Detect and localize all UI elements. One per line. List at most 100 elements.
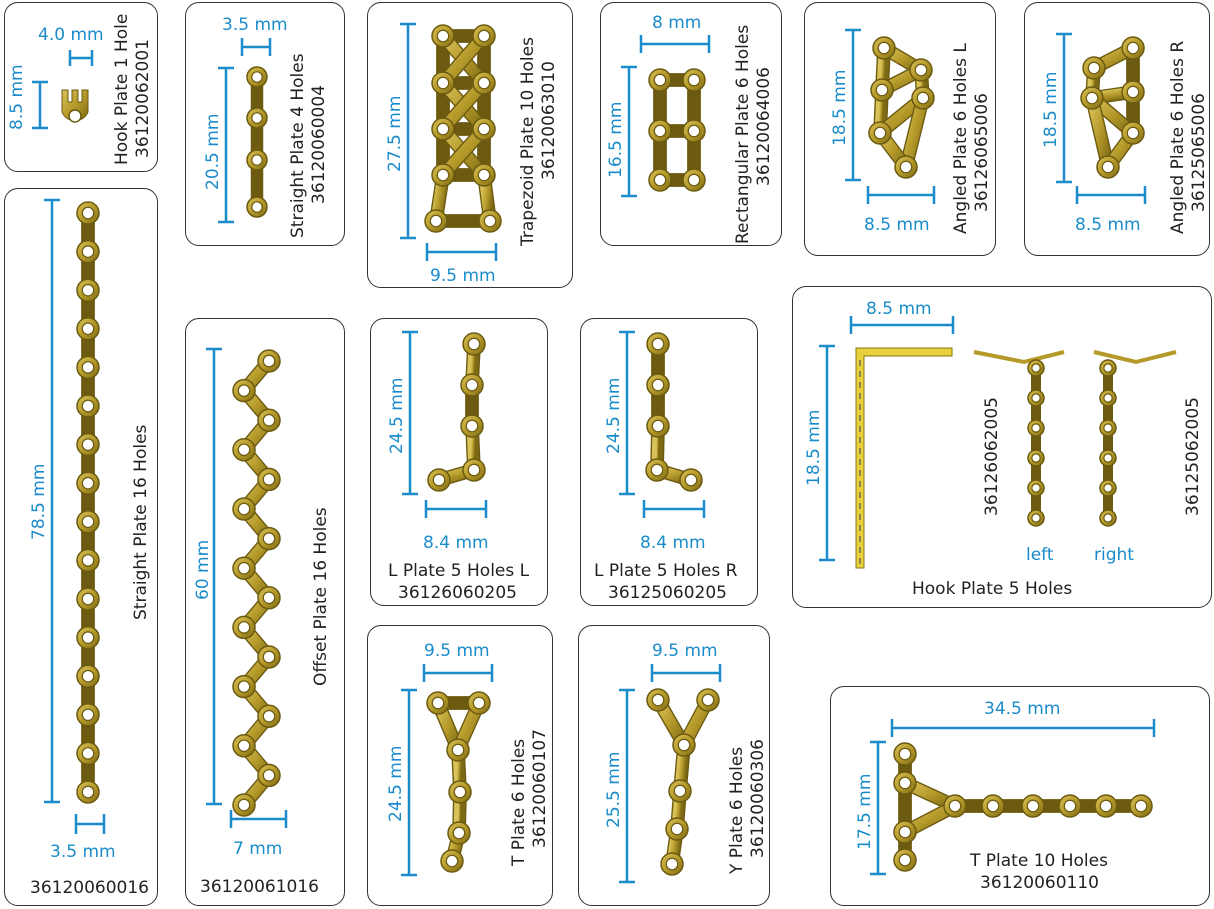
trapezoid-name: Trapezoid Plate 10 Holes bbox=[518, 37, 538, 247]
plate-hole bbox=[653, 124, 667, 138]
t10-length: 17.5 mm bbox=[855, 774, 875, 850]
hook-5-left-label: left bbox=[1026, 545, 1054, 565]
plate-hole bbox=[251, 201, 263, 213]
plate-hole bbox=[262, 769, 276, 782]
plate-hole bbox=[452, 826, 466, 840]
hook-plate-1-height: 8.5 mm bbox=[7, 64, 27, 130]
angled-plate-r-graphic bbox=[1080, 36, 1145, 179]
hook-plate-5-right-graphic bbox=[1093, 350, 1177, 527]
angled-l-width: 8.5 mm bbox=[864, 215, 930, 235]
plate-hole bbox=[483, 214, 497, 228]
plate-hole bbox=[262, 709, 276, 723]
t6-width: 9.5 mm bbox=[424, 641, 490, 661]
l-plate-r-length: 24.5 mm bbox=[604, 378, 624, 454]
plate-hole bbox=[262, 650, 276, 664]
plate-hole bbox=[472, 696, 486, 710]
plate-hole bbox=[262, 532, 276, 545]
plate-hole bbox=[1103, 453, 1113, 463]
plate-hole bbox=[650, 463, 664, 477]
plate-hole bbox=[237, 798, 251, 812]
plate-hole bbox=[81, 361, 95, 374]
angled-r-name: Angled Plate 6 Holes R bbox=[1168, 41, 1188, 234]
offset-16-length: 60 mm bbox=[193, 540, 213, 600]
hook-plate-1-code: 36120062001 bbox=[133, 39, 153, 158]
straight-4-length: 20.5 mm bbox=[203, 114, 223, 190]
plate-hole bbox=[81, 515, 95, 529]
plate-hole bbox=[445, 854, 459, 868]
plate-hole bbox=[986, 799, 1000, 813]
straight-16-name: Straight Plate 16 Holes bbox=[131, 424, 151, 620]
rect-width: 8 mm bbox=[652, 13, 701, 33]
t6-code: 36120060107 bbox=[530, 729, 550, 848]
y6-width: 9.5 mm bbox=[652, 641, 718, 661]
plate-hole bbox=[1134, 799, 1148, 813]
plate-hole bbox=[465, 378, 479, 392]
straight-plate-16-graphic bbox=[76, 201, 100, 804]
plate-hole bbox=[436, 29, 450, 43]
plate-hole bbox=[81, 283, 95, 297]
plate-hole bbox=[898, 776, 912, 790]
plate-hole bbox=[237, 739, 251, 753]
t6-length: 24.5 mm bbox=[386, 746, 406, 822]
plate-hole bbox=[653, 173, 667, 187]
plate-hole bbox=[677, 738, 691, 752]
card-l-plate-l bbox=[370, 318, 548, 606]
plate-hole bbox=[948, 799, 962, 813]
plate-hole bbox=[1031, 393, 1041, 403]
l-plate-r-graphic bbox=[645, 332, 703, 492]
angled-l-name: Angled Plate 6 Holes L bbox=[951, 43, 971, 234]
straight-plate-4-graphic bbox=[246, 66, 268, 218]
l-plate-l-code: 36126060205 bbox=[398, 583, 517, 603]
plate-hole bbox=[237, 680, 251, 693]
plate-hole bbox=[1103, 483, 1113, 493]
plate-hole bbox=[914, 63, 928, 77]
trapezoid-code: 36120063010 bbox=[539, 61, 559, 180]
plate-hole bbox=[81, 592, 95, 606]
angled-r-width: 8.5 mm bbox=[1075, 215, 1141, 235]
plate-hole bbox=[1026, 799, 1040, 813]
plate-hole bbox=[1103, 363, 1113, 373]
plate-hole bbox=[451, 743, 465, 757]
hook-plate-5-left-graphic bbox=[973, 350, 1065, 527]
offset-16-width: 7 mm bbox=[233, 839, 282, 859]
plate-hole bbox=[651, 693, 665, 707]
plate-hole bbox=[81, 245, 95, 258]
hook-plate-1-name: Hook Plate 1 Hole bbox=[112, 14, 132, 165]
hook-plate-1-width: 4.0 mm bbox=[38, 25, 104, 45]
t10-width: 34.5 mm bbox=[984, 699, 1060, 719]
l-plate-r-width: 8.4 mm bbox=[640, 533, 706, 553]
hook-5-width: 8.5 mm bbox=[866, 299, 932, 319]
plate-hole bbox=[262, 354, 276, 368]
trapezoid-width: 9.5 mm bbox=[430, 266, 496, 286]
straight-16-width: 3.5 mm bbox=[50, 842, 116, 862]
card-hook-plate-1 bbox=[4, 2, 158, 172]
plate-hole bbox=[916, 91, 930, 105]
plate-hole bbox=[81, 747, 95, 760]
plate-link bbox=[1086, 92, 1114, 173]
plate-hole bbox=[1085, 91, 1099, 105]
plate-hole bbox=[1031, 483, 1041, 493]
hook-5-length: 18.5 mm bbox=[804, 410, 824, 486]
plate-hole bbox=[81, 785, 95, 799]
plate-hole bbox=[81, 554, 95, 567]
trapezoid-length: 27.5 mm bbox=[385, 96, 405, 172]
l-plate-l-graphic bbox=[427, 332, 486, 492]
plate-hole bbox=[670, 822, 684, 836]
plate-hole bbox=[81, 438, 95, 451]
plate-hole bbox=[477, 76, 491, 90]
plate-hole bbox=[1031, 453, 1041, 463]
plate-hole bbox=[1087, 61, 1101, 75]
plate-hole bbox=[1103, 393, 1113, 403]
t10-name: T Plate 10 Holes bbox=[969, 851, 1108, 871]
angled-l-length: 18.5 mm bbox=[830, 70, 850, 146]
t6-name: T Plate 6 Holes bbox=[509, 739, 529, 867]
plate-hole bbox=[237, 384, 251, 397]
plate-hole bbox=[687, 173, 701, 187]
plate-hole bbox=[651, 419, 665, 433]
plate-hole bbox=[684, 473, 698, 487]
y6-code: 36120060306 bbox=[748, 739, 768, 858]
plate-hole bbox=[477, 168, 491, 182]
plate-hole bbox=[873, 126, 887, 140]
card-l-plate-r bbox=[580, 318, 758, 606]
hook-prong bbox=[1093, 350, 1177, 365]
